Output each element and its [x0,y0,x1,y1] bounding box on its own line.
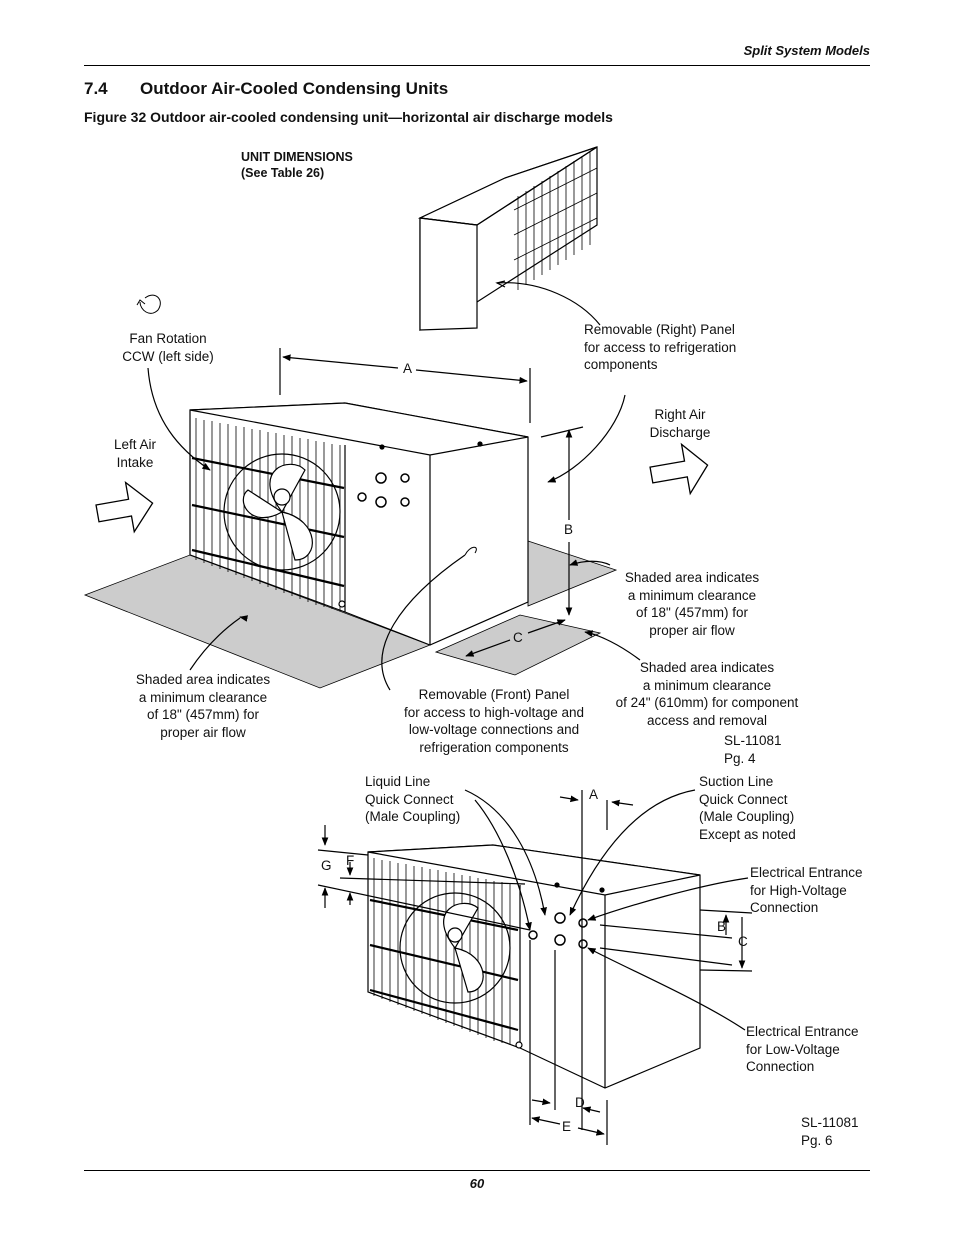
suction-line4: Except as noted [699,826,796,842]
front-panel-line4: refrigeration components [419,739,569,755]
right-panel-line3: components [584,357,658,372]
lv-line3: Connection [746,1059,815,1074]
fan-rot-line2: CCW (left side) [122,348,214,364]
dim-b-bottom: B [717,919,727,934]
front-panel-line2: for access to high-voltage and [403,704,585,720]
dim-f: F [346,853,355,868]
left-air-line1: Left Air [113,437,157,452]
left-air-line2: Intake [116,454,154,470]
drawing-ref-bottom-line1: SL-11081 [801,1115,859,1130]
clearance-front-area [434,614,602,676]
shade-left-line1: Shaded area indicates [135,672,271,687]
liquid-line-label: Liquid Line Quick Connect (Male Coupling… [365,773,460,826]
shade-left-line2: a minimum clearance [138,689,268,705]
right-air-line1: Right Air [654,407,706,422]
hv-line1: Electrical Entrance [750,865,863,880]
dim-a-top: A [403,361,413,376]
shade-right-line1: Shaded area indicates [624,570,760,585]
main-unit-bottom [367,844,701,1089]
lv-line1: Electrical Entrance [746,1024,859,1039]
drawing-ref-top: SL-11081 Pg. 4 [724,732,782,767]
drawing-ref-bottom-line2: Pg. 6 [801,1132,833,1148]
section-title: Outdoor Air-Cooled Condensing Units [140,79,449,98]
page-number: 60 [469,1176,485,1191]
suction-line-label: Suction Line Quick Connect (Male Couplin… [699,773,796,843]
left-air-label: Left Air Intake [100,436,170,471]
shade-left-line3: of 18" (457mm) for [146,707,260,722]
suction-line1: Suction Line [699,774,774,789]
footer-rule [84,1170,870,1171]
low-voltage-label: Electrical Entrance for Low-Voltage Conn… [746,1023,859,1076]
section-heading: 7.4 Outdoor Air-Cooled Condensing Units [84,79,448,99]
shade-front-line2: a minimum clearance [642,677,772,693]
unit-dimensions-label: UNIT DIMENSIONS (See Table 26) [241,149,353,181]
front-panel-line3: low-voltage connections and [408,722,580,737]
clearance-right-area [527,540,618,607]
unit-dims-line2: (See Table 26) [241,166,325,180]
main-unit-top [189,402,529,646]
liquid-line3: (Male Coupling) [365,809,461,824]
right-panel-line1: Removable (Right) Panel [584,322,735,337]
hv-line3: Connection [750,900,819,915]
drawing-ref-top-line1: SL-11081 [724,733,782,748]
shade-right-line3: of 18" (457mm) for [635,605,749,620]
dim-d: D [575,1095,585,1110]
left-air-intake-arrow [95,480,154,534]
drawing-ref-top-line2: Pg. 4 [724,750,756,766]
figure-caption: Figure 32 Outdoor air-cooled condensing … [84,109,613,125]
right-panel-label: Removable (Right) Panel for access to re… [584,321,736,374]
unit-dimensions-view [417,146,601,331]
suction-line3: (Male Coupling) [699,809,795,824]
dim-g: G [321,858,332,873]
shade-front-line1: Shaded area indicates [639,660,775,675]
liquid-line1: Liquid Line [365,774,431,789]
drawing-ref-bottom: SL-11081 Pg. 6 [801,1114,859,1149]
front-panel-line1: Removable (Front) Panel [418,687,570,702]
right-air-discharge-arrow [649,442,709,496]
fan-rot-line1: Fan Rotation [129,331,207,346]
running-header: Split System Models [743,43,870,58]
shade-left-label: Shaded area indicates a minimum clearanc… [118,671,288,741]
right-air-line2: Discharge [649,424,711,440]
dim-c-bottom: C [738,934,748,949]
hv-line2: for High-Voltage [750,882,847,898]
section-number: 7.4 [84,79,108,98]
shade-front-line4: access and removal [646,712,768,728]
dim-b-top: B [564,522,574,537]
unit-dims-line1: UNIT DIMENSIONS [241,150,353,164]
right-air-label: Right Air Discharge [640,406,720,441]
shade-front-line3: of 24" (610mm) for component [615,695,799,710]
dim-c-top: C [513,630,523,645]
dim-e: E [562,1119,572,1134]
header-rule [84,65,870,66]
suction-line2: Quick Connect [699,791,788,807]
liquid-line2: Quick Connect [365,791,454,807]
shade-left-line4: proper air flow [160,724,246,740]
fan-rotation-icon [139,294,161,314]
lv-line2: for Low-Voltage [746,1041,840,1057]
shade-right-line2: a minimum clearance [627,587,757,603]
fan-rotation-label: Fan Rotation CCW (left side) [112,330,224,365]
shade-right-line4: proper air flow [649,622,735,638]
front-panel-label: Removable (Front) Panel for access to hi… [388,686,600,756]
shade-right-label: Shaded area indicates a minimum clearanc… [607,569,777,639]
high-voltage-label: Electrical Entrance for High-Voltage Con… [750,864,863,917]
dim-a-bottom: A [589,787,599,802]
right-panel-line2: for access to refrigeration [584,339,737,355]
shade-front-label: Shaded area indicates a minimum clearanc… [602,659,812,729]
